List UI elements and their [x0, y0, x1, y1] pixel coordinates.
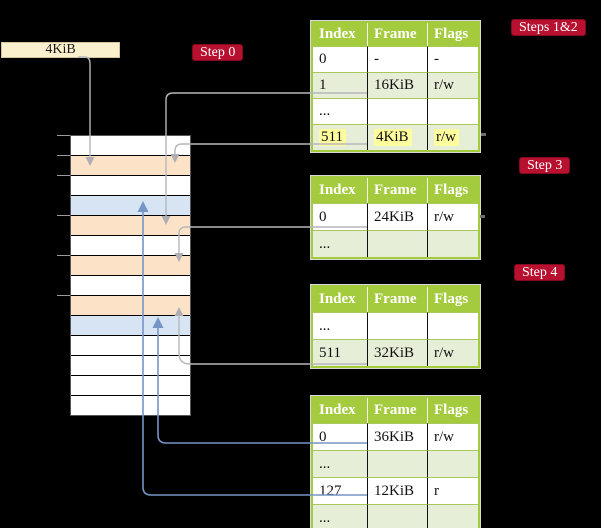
table-cell: [368, 504, 428, 528]
memory-tick: [57, 175, 70, 176]
table-cell: ...: [313, 312, 368, 339]
table-cell: 12KiB: [368, 477, 428, 504]
table-cell: [428, 98, 478, 124]
table-cell: ...: [313, 504, 368, 528]
table-cell: 16KiB: [368, 72, 428, 98]
entry-mark-icon: [481, 133, 486, 136]
table-row: ...: [313, 98, 478, 124]
table-cell: -: [428, 46, 478, 72]
table-cell: r/w: [428, 124, 478, 150]
memory-row-1: [71, 136, 190, 155]
memory-tick: [57, 135, 70, 136]
memory-tick: [57, 155, 70, 156]
memory-tick: [57, 215, 70, 216]
badge-steps-1-2: Steps 1&2: [511, 19, 586, 36]
table-cell: [428, 230, 478, 257]
column-header: Flags: [428, 178, 478, 203]
column-header: Frame: [368, 398, 428, 423]
memory-row-14: [71, 395, 190, 415]
table-cell: [428, 312, 478, 339]
column-header: Flags: [428, 287, 478, 312]
column-header: Index: [313, 287, 368, 312]
memory-row-6: [71, 235, 190, 255]
table-cell: 511: [313, 339, 368, 366]
table-cell: 1: [313, 72, 368, 98]
memory-tick: [57, 255, 70, 256]
table-cell: [368, 312, 428, 339]
table-cell: r/w: [428, 203, 478, 230]
table-cell: -: [368, 46, 428, 72]
memory-row-4: [71, 195, 190, 215]
table-cell: 24KiB: [368, 203, 428, 230]
memory-tick: [57, 295, 70, 296]
memory-row-5: [71, 215, 190, 235]
table-cell: 4KiB: [368, 124, 428, 150]
table-cell: 127: [313, 477, 368, 504]
column-header: Frame: [368, 23, 428, 46]
badge-step-3: Step 3: [519, 157, 571, 174]
table-cell: [368, 98, 428, 124]
table-cell: ...: [313, 98, 368, 124]
memory-row-8: [71, 275, 190, 295]
memory-row-12: [71, 355, 190, 375]
memory-row-3: [71, 175, 190, 195]
badge-step-4: Step 4: [514, 264, 566, 281]
entry-mark-icon: [480, 215, 485, 218]
table-cell: [368, 450, 428, 477]
column-header: Frame: [368, 287, 428, 312]
table-row: ...: [313, 450, 478, 477]
table-row: ...: [313, 312, 478, 339]
column-header: Flags: [428, 23, 478, 46]
table-cell: ...: [313, 230, 368, 257]
table-cell: r: [428, 477, 478, 504]
column-header: Flags: [428, 398, 478, 423]
column-header: Index: [313, 398, 368, 423]
memory-row-13: [71, 375, 190, 395]
table-cell: 0: [313, 203, 368, 230]
memory-row-11: [71, 335, 190, 355]
column-header: Index: [313, 23, 368, 46]
table-row: ...: [313, 230, 478, 257]
page-size-label: 4KiB: [1, 42, 120, 58]
memory-row-10: [71, 315, 190, 335]
table-cell: 32KiB: [368, 339, 428, 366]
table-cell: r/w: [428, 72, 478, 98]
table-cell: [428, 504, 478, 528]
table-row: 0--: [313, 46, 478, 72]
table-cell: ...: [313, 450, 368, 477]
memory-row-2: [71, 155, 190, 175]
memory-row-9: [71, 295, 190, 315]
column-header: Frame: [368, 178, 428, 203]
table-cell: 0: [313, 46, 368, 72]
memory-row-7: [71, 255, 190, 275]
column-header: Index: [313, 178, 368, 203]
table-cell: r/w: [428, 423, 478, 450]
table-cell: 0: [313, 423, 368, 450]
table-cell: [428, 450, 478, 477]
physical-memory-column: [70, 135, 191, 416]
table-cell: 511: [313, 124, 368, 150]
table-cell: 36KiB: [368, 423, 428, 450]
table-cell: [368, 230, 428, 257]
table-cell: r/w: [428, 339, 478, 366]
table-row: ...: [313, 504, 478, 528]
badge-step-0: Step 0: [192, 44, 244, 61]
